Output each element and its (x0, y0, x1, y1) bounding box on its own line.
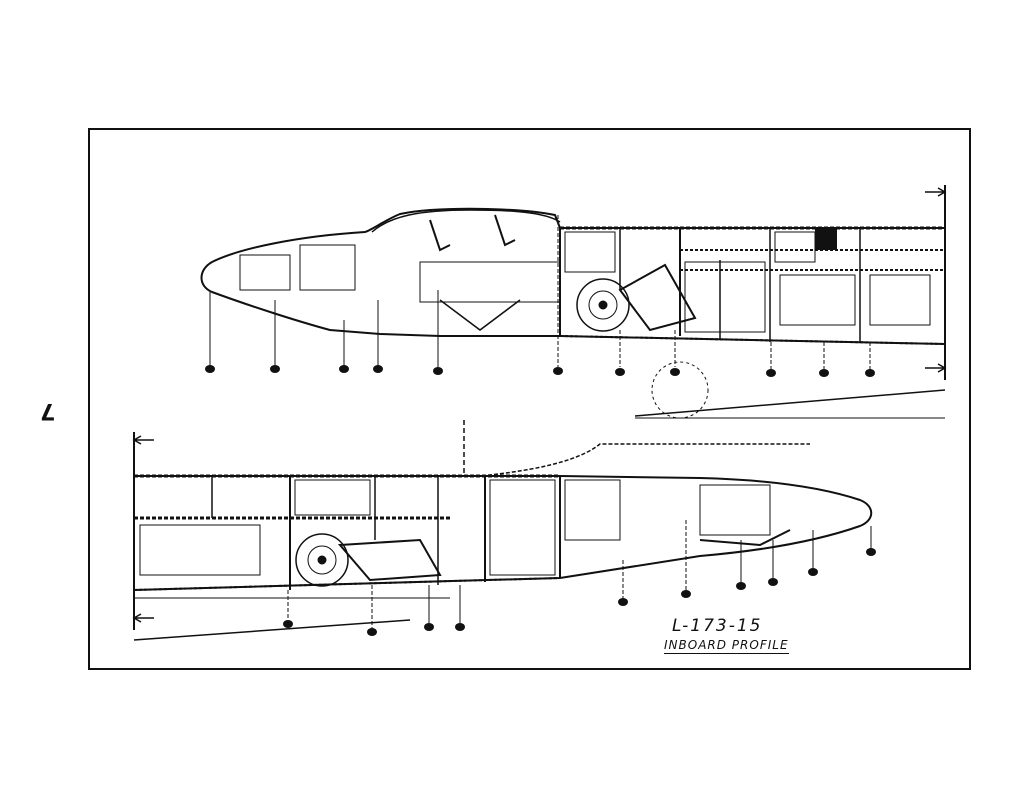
page-number: 7 (40, 398, 56, 423)
upper-station-markers (205, 365, 875, 377)
upper-fuselage-profile (200, 185, 947, 419)
drawing-frame (88, 128, 971, 670)
lower-station-markers (283, 548, 876, 636)
drawing-title: INBOARD PROFILE (664, 638, 789, 654)
lower-fuselage-profile (132, 420, 873, 641)
drawing-number: L-173-15 (672, 616, 763, 636)
